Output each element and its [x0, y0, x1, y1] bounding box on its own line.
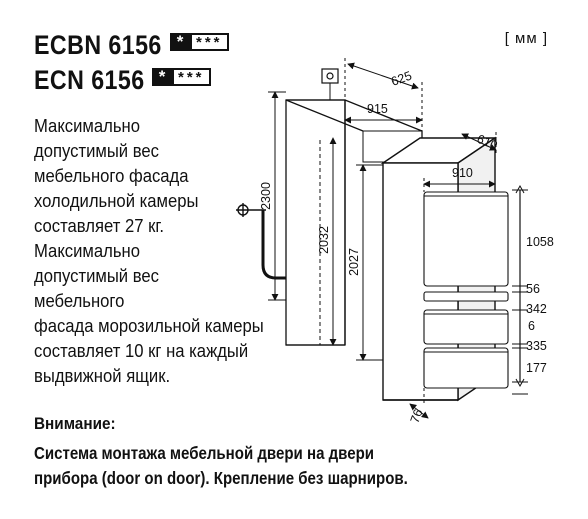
- description-line: допустимый вес: [34, 265, 159, 286]
- description-line: мебельного: [34, 290, 125, 311]
- water-connection-icon: [236, 203, 286, 280]
- power-socket-icon: [321, 68, 339, 100]
- description-line: мебельного фасада: [34, 165, 189, 186]
- appliance-front-doors: [423, 191, 509, 389]
- dim-drawer-2-label: 335: [526, 339, 547, 353]
- dim-niche-width-label: 915: [367, 102, 388, 116]
- dim-fridge-door-label: 1058: [526, 235, 554, 249]
- description-line: составляет 10 кг на каждый: [34, 340, 249, 361]
- dim-gap-2-label: 6: [528, 319, 535, 333]
- freezer-star-icon: *: [158, 67, 166, 86]
- description-line: холодильной камеры: [34, 190, 199, 211]
- star-rating-badge-ecn: ****: [152, 68, 211, 86]
- dim-appliance-width-label: 910: [452, 166, 473, 180]
- warning-text: Система монтажа мебельной двери на двери…: [34, 441, 516, 491]
- description-line: Максимально: [34, 115, 140, 136]
- dim-appliance-height-label: 2027: [347, 248, 361, 276]
- description-line: выдвижной ящик.: [34, 365, 171, 386]
- weight-description: Максимально допустимый вес мебельного фа…: [34, 113, 277, 388]
- model-title-ecn: ECN 6156: [34, 65, 145, 95]
- warning-line: прибора (door on door). Крепление без ша…: [34, 468, 408, 488]
- dim-bottom-label: 177: [526, 361, 547, 375]
- star-rating-badge-ecbn: ****: [170, 33, 229, 51]
- freezer-stars-icon: ***: [190, 33, 229, 51]
- warning-title: Внимание:: [34, 414, 116, 433]
- dim-total-height-label: 2300: [259, 182, 273, 210]
- unit-label: [ мм ]: [504, 30, 548, 47]
- warning-line: Система монтажа мебельной двери на двери: [34, 443, 375, 463]
- dim-plinth-depth-label: 76: [408, 407, 426, 425]
- freezer-stars-icon: ***: [172, 68, 211, 86]
- freezer-star-icon: *: [176, 32, 184, 51]
- dimension-lines: [268, 58, 528, 419]
- model-title-ecbn: ECBN 6156: [34, 30, 162, 60]
- dim-drawer-1-label: 342: [526, 302, 547, 316]
- description-line: Максимально: [34, 240, 140, 261]
- description-line: составляет 27 кг.: [34, 215, 165, 236]
- description-line: фасада морозильной камеры: [34, 315, 264, 336]
- dim-gap-1-label: 56: [526, 282, 540, 296]
- dim-niche-height-label: 2032: [317, 226, 331, 254]
- dim-niche-depth-label: 625: [389, 69, 413, 89]
- description-line: допустимый вес: [34, 140, 159, 161]
